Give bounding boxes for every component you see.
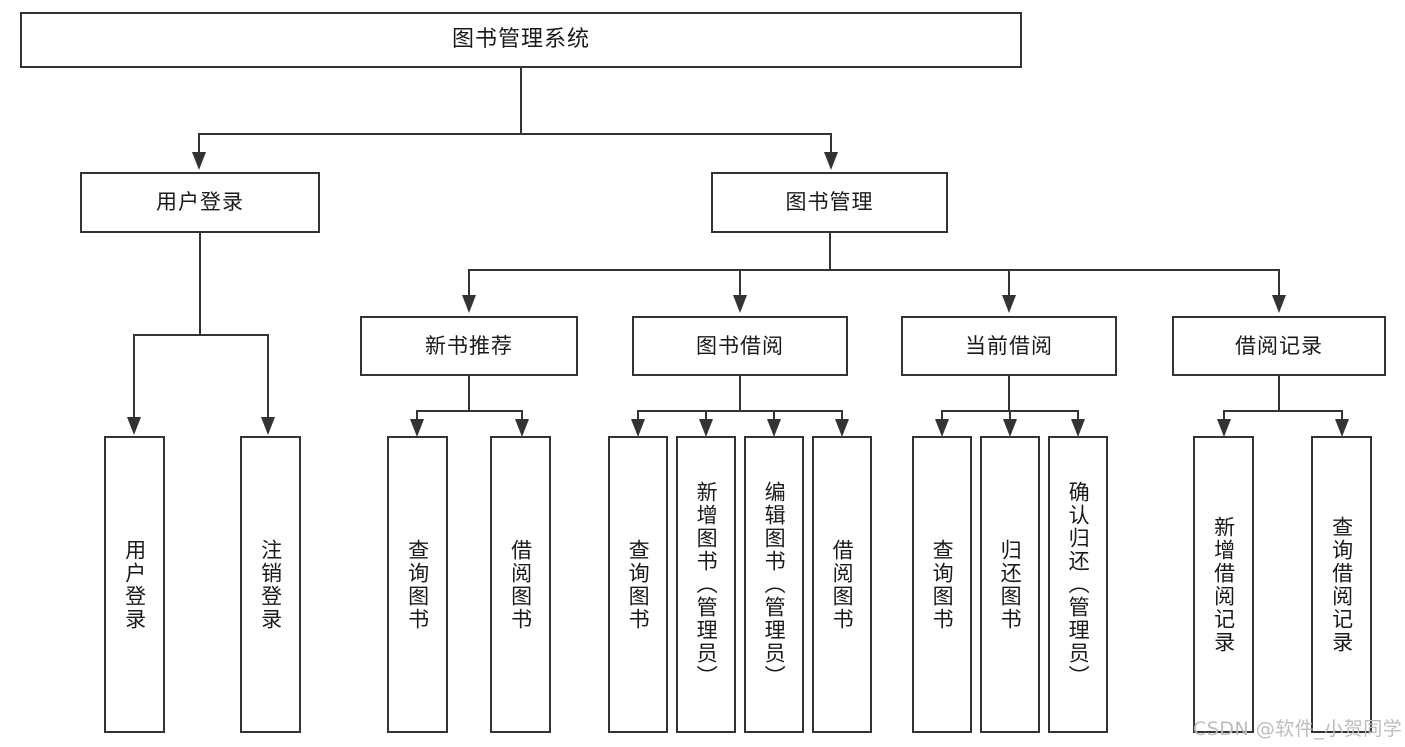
leaf-label: 用户登录 <box>122 538 147 631</box>
leaf-user-login-login[interactable]: 用户登录 <box>104 436 165 733</box>
leaf-current-borrow-return-books[interactable]: 归还图书 <box>980 436 1040 733</box>
leaf-label: 查询借阅记录 <box>1329 515 1354 654</box>
node-new-book-recommend[interactable]: 新书推荐 <box>360 316 578 376</box>
connector-bm-to-borrow-records <box>1278 269 1280 297</box>
arrowhead-icon-book-borrow-leaf-1 <box>631 419 645 437</box>
connector-current-borrow-to-leaf-2 <box>1009 410 1011 422</box>
node-book-management[interactable]: 图书管理 <box>711 172 948 233</box>
leaf-label: 新增图书（管理员） <box>694 481 719 688</box>
leaf-borrow-records-add-record[interactable]: 新增借阅记录 <box>1193 436 1254 733</box>
leaf-new-book-query-books[interactable]: 查询图书 <box>387 436 448 733</box>
connector-root-bus <box>198 133 832 135</box>
node-user-login[interactable]: 用户登录 <box>80 172 320 233</box>
connector-bm-to-current-borrow <box>1008 269 1010 297</box>
connector-book-borrow-to-leaf-2 <box>705 410 707 422</box>
connector-borrow-records-to-leaf-1 <box>1223 410 1225 422</box>
connector-root-to-user-login <box>198 133 200 155</box>
arrowhead-icon-current-borrow-leaf-2 <box>1003 419 1017 437</box>
connector-user-login-to-leaf-1 <box>133 334 135 419</box>
connector-new-book-stem <box>468 376 470 412</box>
csdn-watermark: CSDN @软件_小贺同学 <box>1193 718 1403 740</box>
node-book-borrow[interactable]: 图书借阅 <box>632 316 848 376</box>
arrowhead-icon-bm-book-borrow <box>733 295 747 313</box>
arrowhead-icon-borrow-records-leaf-2 <box>1335 419 1349 437</box>
arrowhead-icon-current-borrow-leaf-3 <box>1071 419 1085 437</box>
leaf-current-borrow-confirm-return-admin[interactable]: 确认归还（管理员） <box>1048 436 1108 733</box>
leaf-label: 归还图书 <box>998 538 1023 631</box>
leaf-book-borrow-add-book-admin[interactable]: 新增图书（管理员） <box>676 436 736 733</box>
arrowhead-icon-book-borrow-leaf-2 <box>699 419 713 437</box>
arrowhead-icon-book-borrow-leaf-4 <box>835 419 849 437</box>
connector-user-login-bus <box>133 334 267 336</box>
arrowhead-icon-bm-current-borrow <box>1002 295 1016 313</box>
leaf-label: 借阅图书 <box>508 538 533 631</box>
node-current-borrow[interactable]: 当前借阅 <box>901 316 1117 376</box>
connector-current-borrow-to-leaf-1 <box>941 410 943 422</box>
connector-new-book-to-leaf-1 <box>416 410 418 422</box>
connector-root-to-book-management <box>830 133 832 155</box>
leaf-label: 查询图书 <box>405 538 430 631</box>
connector-root-stem <box>520 68 522 134</box>
leaf-user-login-logout[interactable]: 注销登录 <box>240 436 301 733</box>
connector-borrow-records-to-leaf-2 <box>1341 410 1343 422</box>
arrowhead-icon-new-book-leaf-1 <box>410 419 424 437</box>
connector-current-borrow-to-leaf-3 <box>1077 410 1079 422</box>
connector-book-borrow-stem <box>739 376 741 412</box>
arrowhead-icon-root-to-user-login <box>192 152 206 170</box>
connector-user-login-to-leaf-2 <box>267 334 269 419</box>
arrowhead-icon-bm-new-book <box>462 295 476 313</box>
leaf-label: 编辑图书（管理员） <box>762 481 787 688</box>
connector-book-borrow-to-leaf-3 <box>773 410 775 422</box>
arrowhead-icon-current-borrow-leaf-1 <box>935 419 949 437</box>
connector-new-book-bus <box>416 410 522 412</box>
connector-bm-to-book-borrow <box>739 269 741 297</box>
leaf-label: 新增借阅记录 <box>1211 515 1236 654</box>
connector-borrow-records-stem <box>1278 376 1280 412</box>
connector-bm-to-new-book <box>468 269 470 297</box>
arrowhead-icon-book-borrow-leaf-3 <box>767 419 781 437</box>
connector-new-book-to-leaf-2 <box>521 410 523 422</box>
leaf-borrow-records-query-record[interactable]: 查询借阅记录 <box>1311 436 1372 733</box>
leaf-label: 借阅图书 <box>830 538 855 631</box>
node-root-book-management-system[interactable]: 图书管理系统 <box>20 12 1022 68</box>
node-borrow-records[interactable]: 借阅记录 <box>1172 316 1386 376</box>
leaf-label: 查询图书 <box>626 538 651 631</box>
leaf-label: 确认归还（管理员） <box>1066 481 1091 688</box>
connector-current-borrow-stem <box>1008 376 1010 412</box>
leaf-current-borrow-query-books[interactable]: 查询图书 <box>912 436 972 733</box>
arrowhead-icon-user-login-leaf-2 <box>261 417 275 435</box>
arrowhead-icon-bm-borrow-records <box>1272 295 1286 313</box>
leaf-book-borrow-borrow-books[interactable]: 借阅图书 <box>812 436 872 733</box>
leaf-book-borrow-query-books[interactable]: 查询图书 <box>608 436 668 733</box>
connector-borrow-records-bus <box>1223 410 1343 412</box>
connector-book-borrow-bus <box>637 410 842 412</box>
leaf-book-borrow-edit-book-admin[interactable]: 编辑图书（管理员） <box>744 436 804 733</box>
arrowhead-icon-root-to-book-management <box>824 152 838 170</box>
arrowhead-icon-borrow-records-leaf-1 <box>1217 419 1231 437</box>
connector-book-management-stem <box>829 233 831 271</box>
connector-book-management-bus <box>468 269 1280 271</box>
connector-user-login-stem <box>199 233 201 335</box>
leaf-new-book-borrow-books[interactable]: 借阅图书 <box>490 436 551 733</box>
connector-book-borrow-to-leaf-1 <box>637 410 639 422</box>
leaf-label: 注销登录 <box>258 538 283 631</box>
connector-book-borrow-to-leaf-4 <box>841 410 843 422</box>
arrowhead-icon-new-book-leaf-2 <box>515 419 529 437</box>
arrowhead-icon-user-login-leaf-1 <box>127 417 141 435</box>
leaf-label: 查询图书 <box>930 538 955 631</box>
